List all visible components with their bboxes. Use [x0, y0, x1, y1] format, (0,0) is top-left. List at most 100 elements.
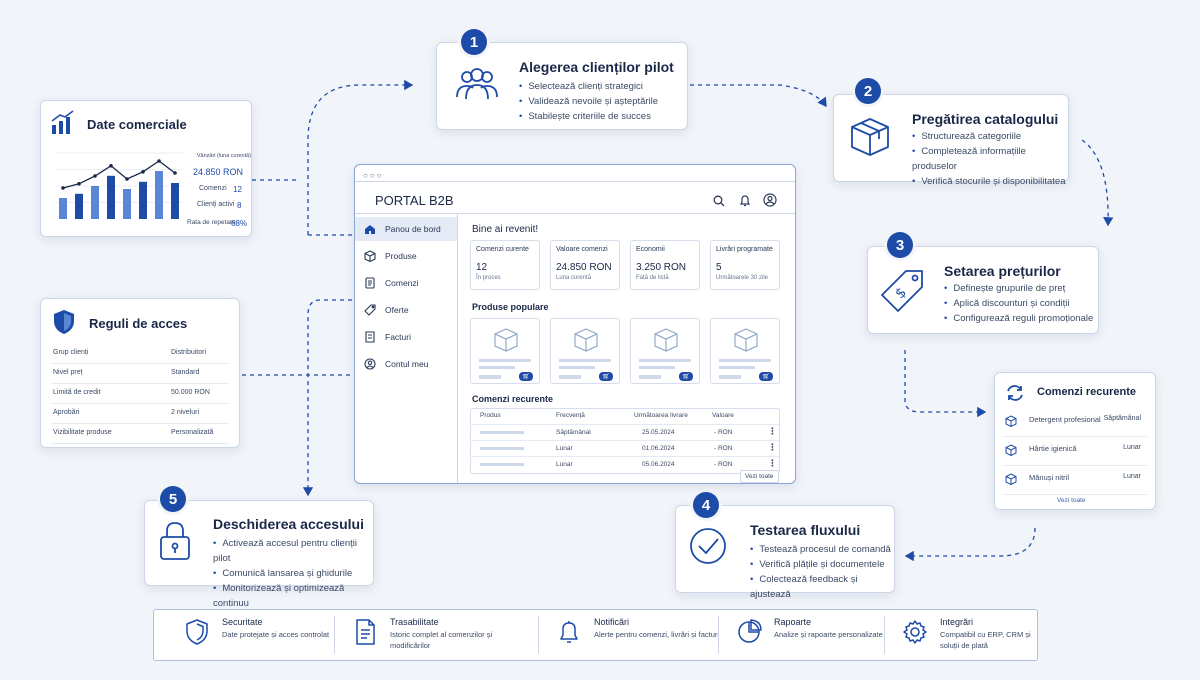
add-to-cart-button[interactable]: 🛒︎	[759, 372, 773, 381]
clients-label: Clienți activi	[197, 201, 235, 208]
feature-description: Date protejate și acces controlat	[222, 630, 330, 639]
bullet: Comunică lansarea și ghidurile	[213, 566, 373, 581]
step-1-bullets: Selectează clienți strategici Validează …	[519, 79, 658, 124]
divider	[1003, 436, 1147, 437]
bullet: Verifică stocurile și disponibilitatea	[912, 174, 1068, 189]
product-card[interactable]: 🛒︎	[710, 318, 780, 384]
cart-icon: 🛒︎	[602, 374, 610, 380]
step-5-title: Deschiderea accesului	[213, 516, 364, 532]
step-4-number: 4	[693, 492, 719, 518]
placeholder-line	[639, 375, 661, 379]
trend-chart-icon	[51, 110, 74, 134]
divider	[1003, 494, 1147, 495]
clipboard-icon	[365, 277, 375, 289]
access-card: Reguli de acces Grup clienți Distribuito…	[40, 298, 240, 448]
access-rule-value: Standard	[171, 369, 200, 376]
search-icon[interactable]	[713, 195, 725, 207]
step-3-number: 3	[887, 232, 913, 258]
package-icon	[851, 118, 889, 156]
feature-item: Trasabilitate Istoric complet al comenzi…	[390, 617, 520, 665]
nav-invoices[interactable]: Facturi	[355, 325, 457, 349]
bullet: Validează nevoile și așteptările	[519, 94, 658, 109]
orders-label: Comenzi	[199, 185, 227, 192]
table-row[interactable]	[471, 440, 779, 456]
feature-title: Rapoarte	[774, 617, 812, 627]
user-icon	[364, 358, 376, 370]
feature-description: Istoric complet al comenzilor și modific…	[390, 630, 493, 650]
feature-description: Alerte pentru comenzi, livrări și factur…	[594, 630, 720, 639]
trend-point	[109, 164, 113, 168]
nav-offers[interactable]: Oferte	[355, 298, 457, 322]
kpi-label: Economii	[636, 246, 665, 253]
sales-card: Date comerciale Vânzări (luna curentă) 2…	[40, 100, 252, 237]
placeholder-line	[719, 359, 771, 362]
sales-label: Vânzări (luna curentă)	[196, 153, 251, 159]
divider	[51, 383, 229, 384]
recurring-see-all-link[interactable]: Vezi toate	[1057, 497, 1086, 504]
table-row[interactable]	[471, 456, 779, 472]
row-menu-icon[interactable]: ⋮	[768, 426, 777, 436]
sales-bar	[91, 186, 99, 219]
placeholder-line	[719, 366, 755, 369]
sales-bar	[123, 189, 131, 219]
access-rule-label: Nivel preț	[53, 369, 83, 376]
repeat-label: Rata de repetare	[187, 219, 236, 226]
kpi-card[interactable]: Economii 3.250 RON Față de listă	[630, 240, 700, 290]
portal-window: ○○○ PORTAL B2B Panou de bord Produse Com…	[354, 164, 796, 484]
row-frequency: Lunar	[556, 461, 573, 468]
step-1-number: 1	[461, 29, 487, 55]
kpi-card[interactable]: Valoare comenzi 24.850 RON Luna curentă	[550, 240, 620, 290]
recurring-item-frequency: Lunar	[1123, 473, 1141, 480]
step-2-card: Pregătirea catalogului Structurează cate…	[833, 94, 1069, 187]
bullet: Monitorizează și optimizează continuu	[213, 581, 373, 611]
nav-products[interactable]: Produse	[355, 244, 457, 268]
placeholder-line	[559, 375, 581, 379]
step-1-card: Alegerea clienților pilot Selectează cli…	[436, 42, 688, 130]
add-to-cart-button[interactable]: 🛒︎	[519, 372, 533, 381]
divider	[51, 443, 229, 444]
row-menu-icon[interactable]: ⋮	[768, 458, 777, 468]
step-4-card: Testarea fluxului Testează procesul de c…	[675, 505, 895, 600]
nav-label: Comenzi	[385, 278, 419, 288]
product-card[interactable]: 🛒︎	[470, 318, 540, 384]
placeholder-line	[639, 359, 691, 362]
bullet: Completează informațiile produselor	[912, 144, 1068, 174]
divider	[51, 403, 229, 404]
product-box-icon	[734, 328, 758, 352]
popular-products-title: Produse populare	[472, 302, 549, 312]
lock-icon	[160, 522, 190, 560]
product-card[interactable]: 🛒︎	[550, 318, 620, 384]
nav-orders[interactable]: Comenzi	[355, 271, 457, 295]
bell-icon[interactable]	[739, 194, 751, 207]
recurring-orders-table	[470, 408, 780, 474]
kpi-card[interactable]: Livrări programate 5 Următoarele 30 zile	[710, 240, 780, 290]
step-5-bullets: Activează accesul pentru clienții pilot …	[213, 536, 373, 611]
cart-icon: 🛒︎	[682, 374, 690, 380]
recurring-item-frequency: Lunar	[1123, 444, 1141, 451]
add-to-cart-button[interactable]: 🛒︎	[679, 372, 693, 381]
add-to-cart-button[interactable]: 🛒︎	[599, 372, 613, 381]
arrow-portal-to-step1	[307, 79, 414, 235]
nav-account[interactable]: Contul meu	[355, 352, 457, 376]
recurring-card: Comenzi recurente Detergent profesional …	[994, 372, 1156, 510]
see-all-orders-button[interactable]: Vezi toate	[740, 470, 779, 483]
table-row[interactable]	[471, 424, 779, 440]
row-menu-icon[interactable]: ⋮	[768, 442, 777, 452]
svg-text:$: $	[892, 285, 910, 303]
row-value: - RON	[714, 445, 733, 452]
feature-strip	[153, 609, 1038, 661]
recurring-item-name: Hârtie igienică	[1029, 444, 1077, 453]
product-card[interactable]: 🛒︎	[630, 318, 700, 384]
kpi-value: 3.250 RON	[636, 262, 687, 273]
account-icon[interactable]	[763, 193, 777, 207]
kpi-card[interactable]: Comenzi curente 12 În proces	[470, 240, 540, 290]
row-value: - RON	[714, 429, 733, 436]
recurring-item-frequency: Săptămânal	[1103, 415, 1141, 422]
refresh-icon	[1007, 385, 1023, 401]
box-icon	[364, 250, 376, 262]
placeholder-line	[480, 447, 524, 450]
bullet: Colectează feedback și ajustează	[750, 572, 894, 602]
cart-icon: 🛒︎	[522, 374, 530, 380]
nav-dashboard[interactable]: Panou de bord	[355, 217, 457, 241]
clients-value: 8	[237, 201, 242, 210]
